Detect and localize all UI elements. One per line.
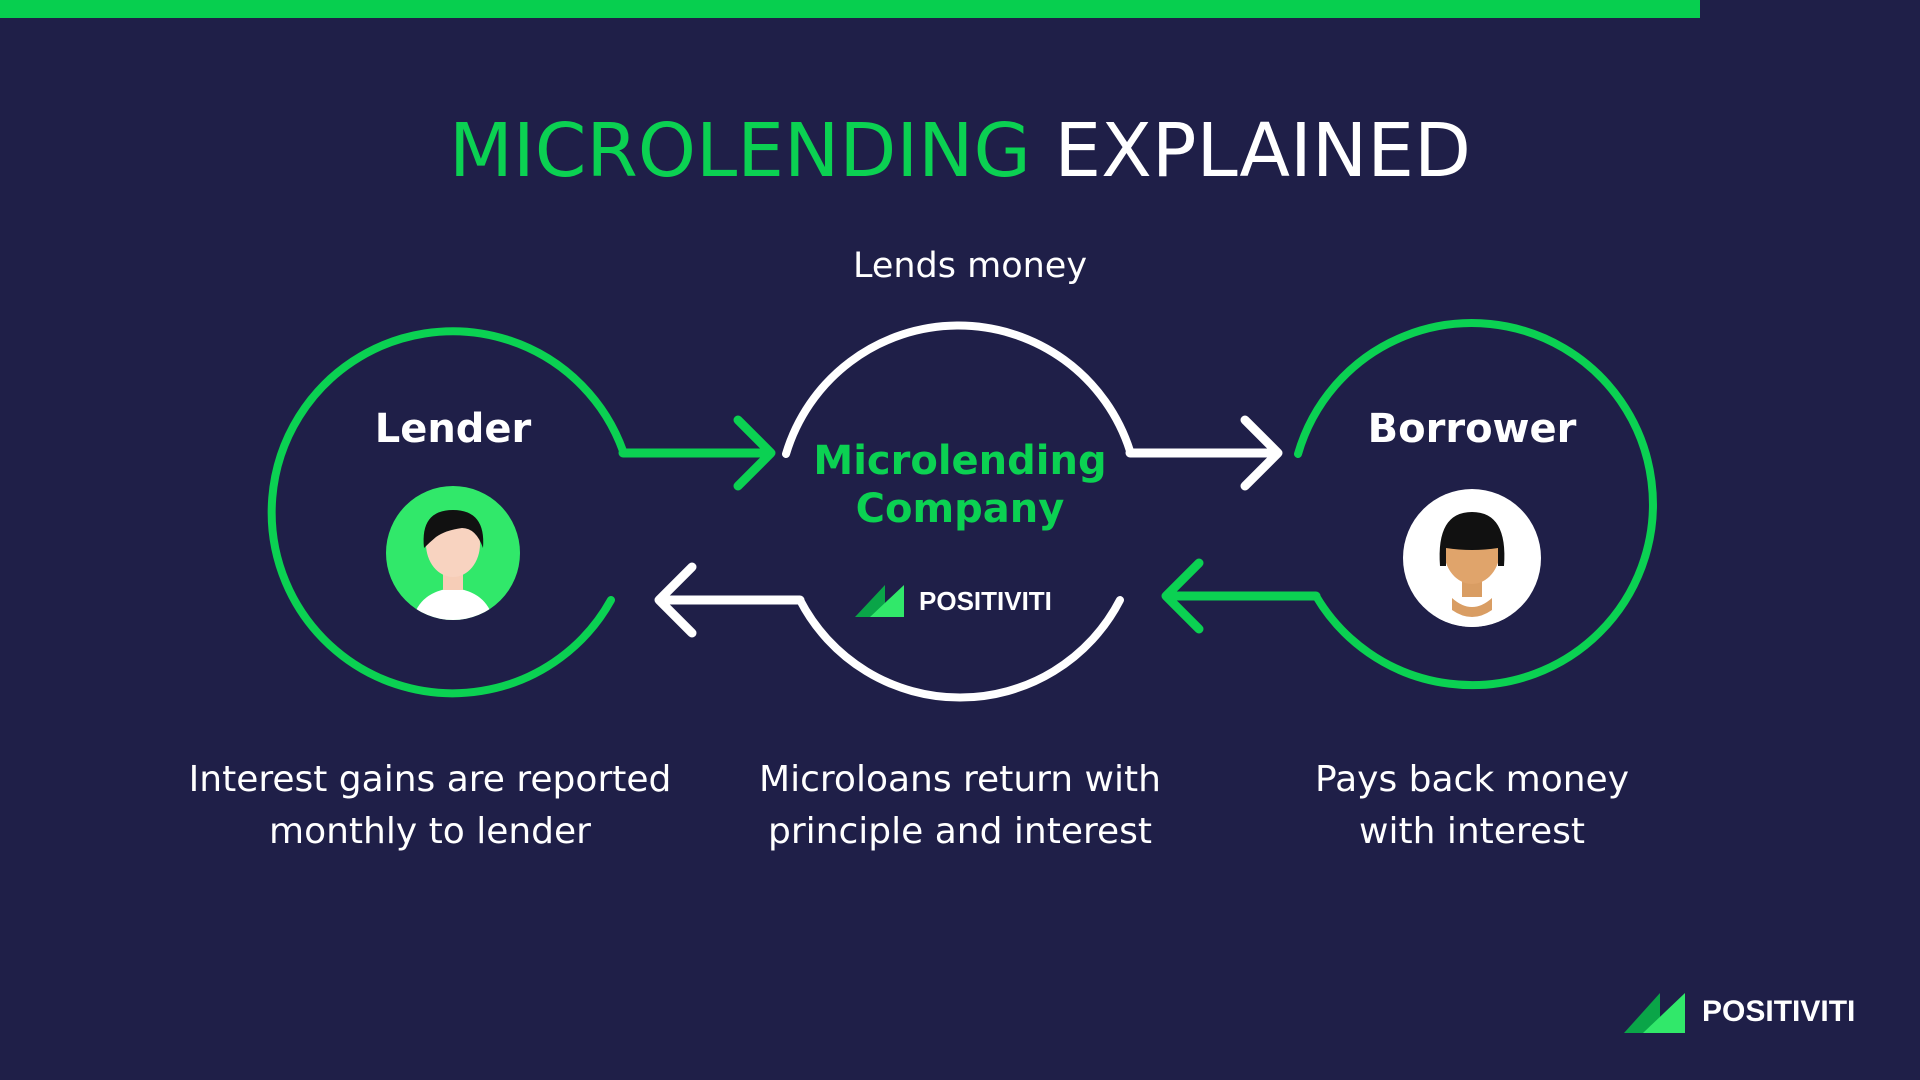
company-name-line1: Microlending [813, 438, 1107, 484]
borrower-label: Borrower [1367, 406, 1577, 452]
borrower-description-line1: Pays back money [1314, 759, 1629, 800]
company-brand-text: POSITIVITI [919, 586, 1052, 616]
lender-description: Interest gains are reported monthly to l… [160, 754, 700, 858]
lender-avatar [386, 486, 520, 620]
lends-money-label: Lends money [852, 246, 1088, 286]
company-circle-bottom [796, 596, 1124, 702]
company-description-line1: Microloans return with [759, 759, 1161, 800]
title-highlight: MICROLENDING [449, 108, 1031, 194]
title-rest: EXPLAINED [1054, 108, 1471, 194]
company-circle-top [782, 321, 1134, 458]
arrow-borrower-to-company [1161, 558, 1321, 634]
company-logo-icon [855, 585, 904, 617]
borrower-description: Pays back money with interest [1242, 754, 1702, 858]
lender-description-line1: Interest gains are reported [188, 759, 672, 800]
borrower-description-line2: with interest [1359, 811, 1585, 852]
borrower-avatar [1403, 489, 1541, 627]
company-description-line2: principle and interest [768, 811, 1152, 852]
lender-description-line2: monthly to lender [269, 811, 591, 852]
footer-logo-icon [1624, 993, 1685, 1033]
arrow-company-to-lender [654, 562, 805, 638]
company-description: Microloans return with principle and int… [700, 754, 1220, 858]
footer-brand-text: POSITIVITI [1702, 995, 1856, 1028]
arrow-lender-to-company [618, 415, 776, 491]
arrow-company-to-borrower [1125, 415, 1283, 491]
lender-circle [267, 327, 627, 698]
page-title: MICROLENDING EXPLAINED [0, 108, 1920, 194]
lender-label: Lender [374, 406, 532, 452]
company-name: Microlending Company [760, 437, 1160, 533]
top-accent-bar [0, 0, 1700, 18]
company-name-line2: Company [855, 486, 1065, 532]
borrower-circle [1294, 319, 1657, 690]
